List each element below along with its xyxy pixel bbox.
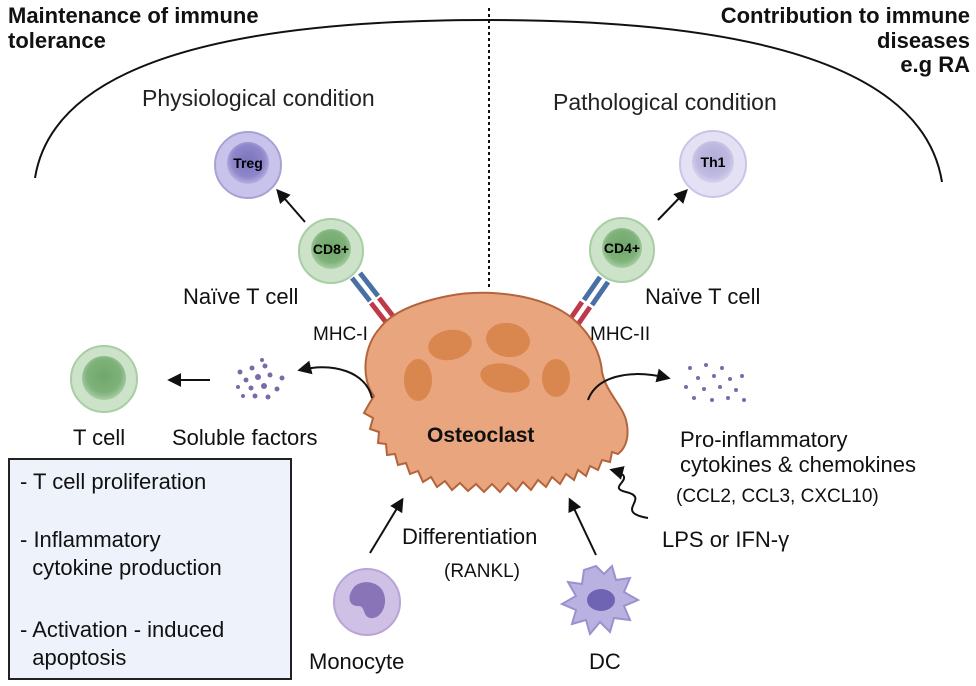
- right-header-line-2: diseases: [877, 27, 970, 53]
- left-condition: Physiological condition: [142, 85, 375, 111]
- cd4-cell: CD4+: [589, 217, 655, 283]
- chemokines-label: (CCL2, CCL3, CXCL10): [676, 486, 879, 507]
- dc-cell: [559, 564, 641, 637]
- pro-inflammatory-line-2: cytokines & chemokines: [680, 451, 916, 477]
- naive-t-cell-right-label: Naïve T cell: [645, 284, 761, 309]
- arrow-osteoclast-to-cytokines: [587, 368, 671, 401]
- arrow-lps-to-osteoclast: [609, 466, 649, 519]
- effect-item-2: - Inflammatory cytokine production: [20, 526, 222, 581]
- arrow-osteoclast-to-soluble: [297, 360, 373, 399]
- effect-item-3: - Activation - induced apoptosis: [20, 616, 224, 671]
- mhc1-label: MHC-I: [313, 324, 368, 345]
- mhc2-label: MHC-II: [590, 324, 651, 345]
- monocyte-cell: [333, 568, 401, 636]
- differentiation-label: Differentiation: [402, 524, 538, 549]
- soluble-factors-dots: [236, 358, 285, 400]
- arrow-dc-to-osteoclast: [568, 497, 597, 556]
- osteoclast: [362, 291, 629, 494]
- left-header: Maintenance of immune tolerance: [8, 3, 259, 53]
- right-header: Contribution to immune diseases e.g RA: [720, 3, 970, 78]
- left-header-line-1: Maintenance of immune: [8, 3, 259, 28]
- treg-label: Treg: [233, 155, 263, 171]
- effect-item-1: - T cell proliferation: [20, 468, 206, 496]
- effect-item-3-line-1: - Activation - induced: [20, 617, 225, 642]
- right-header-line-3: e.g RA: [900, 52, 970, 78]
- effect-item-1-line-1: - T cell proliferation: [20, 469, 207, 494]
- treg-cell: Treg: [214, 131, 282, 199]
- effect-item-2-line-1: - Inflammatory: [20, 527, 161, 552]
- dc-label: DC: [589, 649, 621, 674]
- left-header-line-2: tolerance: [8, 27, 106, 53]
- arrow-monocyte-to-osteoclast: [369, 497, 404, 554]
- effect-item-2-line-2: cytokine production: [20, 554, 222, 580]
- cd8-cell: CD8+: [298, 218, 364, 284]
- lps-label: LPS or IFN-γ: [662, 527, 790, 552]
- cd8-label: CD8+: [313, 241, 349, 257]
- t-cell: [70, 345, 138, 413]
- soluble-factors-label: Soluble factors: [172, 425, 318, 450]
- monocyte-label: Monocyte: [309, 649, 405, 674]
- pro-inflammatory-label: Pro-inflammatory cytokines & chemokines: [680, 427, 916, 477]
- arrow-cd4-to-th1: [657, 188, 688, 221]
- effect-item-3-line-2: apoptosis: [20, 644, 127, 670]
- right-header-line-1: Contribution to immune: [720, 3, 970, 28]
- rankl-label: (RANKL): [444, 561, 521, 582]
- t-cell-label: T cell: [73, 425, 126, 450]
- naive-t-cell-left-label: Naïve T cell: [183, 284, 299, 309]
- cd4-label: CD4+: [604, 240, 640, 256]
- right-condition: Pathological condition: [553, 89, 777, 115]
- cytokine-dots: [684, 363, 746, 402]
- effects-box: - T cell proliferation - Inflammatory cy…: [8, 458, 292, 680]
- arrow-cd8-to-treg: [276, 188, 306, 223]
- pro-inflammatory-line-1: Pro-inflammatory: [680, 427, 848, 452]
- th1-label: Th1: [701, 154, 726, 170]
- th1-cell: Th1: [679, 130, 747, 198]
- osteoclast-label: Osteoclast: [427, 424, 535, 447]
